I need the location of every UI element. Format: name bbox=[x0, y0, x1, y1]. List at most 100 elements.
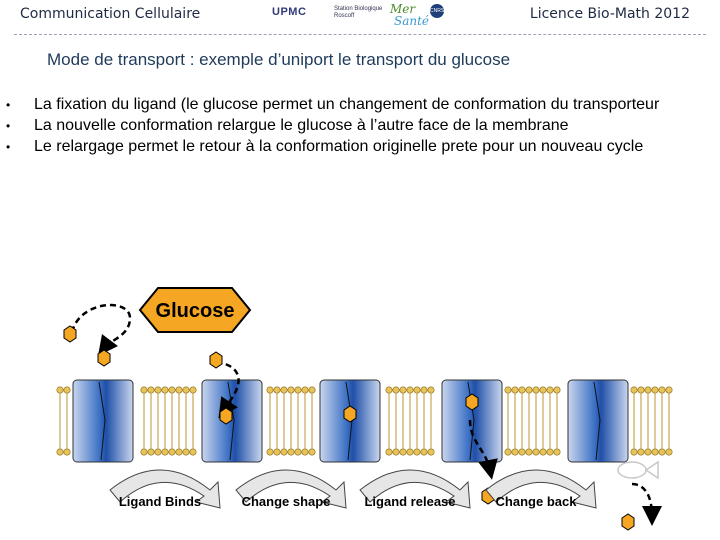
lipid-head bbox=[532, 386, 540, 394]
step-arrow-4: Change back bbox=[485, 469, 597, 509]
lipid-head bbox=[175, 448, 183, 456]
lipid-head bbox=[280, 386, 288, 394]
cnrs-logo: CNRS bbox=[430, 4, 444, 18]
lipid-head bbox=[154, 448, 162, 456]
lipid-head bbox=[651, 448, 659, 456]
upmc-logo: UPMC bbox=[272, 6, 307, 18]
lipid-head bbox=[189, 448, 197, 456]
program-title: Licence Bio-Math 2012 bbox=[529, 6, 690, 22]
dashed-arrow-bind bbox=[70, 303, 132, 356]
lipid-head bbox=[140, 448, 148, 456]
lipid-head bbox=[392, 386, 400, 394]
lipid-head bbox=[308, 448, 316, 456]
lipid-head bbox=[140, 386, 148, 394]
bullet-item: • La nouvelle conformation relargue le g… bbox=[0, 116, 700, 136]
glucose-molecule bbox=[97, 349, 111, 367]
lipid-head bbox=[539, 448, 547, 456]
lipid-head bbox=[637, 448, 645, 456]
lipid-head bbox=[420, 386, 428, 394]
lipid-head bbox=[63, 386, 71, 394]
lipid-head bbox=[294, 448, 302, 456]
lipid-head bbox=[420, 448, 428, 456]
lipid-head bbox=[630, 386, 638, 394]
lipid-head bbox=[294, 386, 302, 394]
lipid-head bbox=[658, 386, 666, 394]
lipid-head bbox=[504, 386, 512, 394]
dashed-arrow-exit bbox=[631, 482, 662, 526]
course-title: Communication Cellulaire bbox=[20, 6, 201, 22]
lipid-head bbox=[175, 386, 183, 394]
lipid-head bbox=[63, 448, 71, 456]
lipid-head bbox=[553, 386, 561, 394]
lipid-head bbox=[147, 448, 155, 456]
transporter-protein bbox=[72, 379, 134, 463]
lipid-head bbox=[385, 448, 393, 456]
membrane-lipids bbox=[56, 386, 673, 456]
step-label: Ligand release bbox=[364, 494, 455, 509]
lipid-head bbox=[427, 386, 435, 394]
lipid-head bbox=[273, 386, 281, 394]
lipid-head bbox=[539, 386, 547, 394]
glucose-molecule bbox=[209, 351, 223, 369]
lipid-head bbox=[392, 448, 400, 456]
lipid-head bbox=[280, 448, 288, 456]
lipid-head bbox=[630, 448, 638, 456]
lipid-head bbox=[301, 386, 309, 394]
lipid-head bbox=[644, 448, 652, 456]
step-label: Change shape bbox=[242, 494, 331, 509]
glucose-molecule bbox=[63, 325, 77, 343]
bullet-item: • La fixation du ligand (le glucose perm… bbox=[0, 95, 700, 115]
lipid-head bbox=[406, 448, 414, 456]
step-label: Ligand Binds bbox=[119, 494, 201, 509]
lipid-head bbox=[546, 448, 554, 456]
lipid-head bbox=[287, 386, 295, 394]
transporters bbox=[72, 379, 629, 463]
lipid-head bbox=[399, 448, 407, 456]
glucose-transport-diagram: Glucose Ligand Binds Change shape Ligand r… bbox=[56, 287, 673, 531]
slide-header: Communication Cellulaire UPMC Station Bi… bbox=[0, 0, 720, 38]
lipid-head bbox=[147, 386, 155, 394]
lipid-head bbox=[525, 448, 533, 456]
sante-logo: Santé bbox=[394, 14, 430, 28]
step-arrow-2: Change shape bbox=[235, 469, 347, 509]
lipid-head bbox=[154, 386, 162, 394]
transporter-protein bbox=[441, 379, 503, 463]
mer-logo: Mer bbox=[390, 2, 416, 16]
lipid-head bbox=[168, 448, 176, 456]
glucose-label: Glucose bbox=[156, 300, 235, 322]
header-divider bbox=[14, 34, 706, 36]
lipid-head bbox=[406, 386, 414, 394]
dashed-arrow-enter bbox=[215, 360, 240, 419]
dashed-arrow-release bbox=[468, 419, 498, 480]
lipid-head bbox=[532, 448, 540, 456]
station-biologique-logo: Station Biologique Roscoff bbox=[334, 6, 383, 19]
lipid-head bbox=[504, 448, 512, 456]
lipid-head bbox=[658, 448, 666, 456]
lipid-head bbox=[56, 448, 64, 456]
bullet-item: • Le relargage permet le retour à la con… bbox=[0, 137, 700, 157]
bullet-list: • La fixation du ligand (le glucose perm… bbox=[0, 95, 700, 158]
lipid-head bbox=[518, 448, 526, 456]
step-label: Change back bbox=[496, 494, 578, 509]
lipid-head bbox=[182, 448, 190, 456]
fish-icon bbox=[617, 460, 659, 480]
lipid-head bbox=[413, 448, 421, 456]
step-arrow-3: Ligand release bbox=[359, 469, 471, 509]
lipid-head bbox=[301, 448, 309, 456]
lipid-head bbox=[273, 448, 281, 456]
lipid-head bbox=[56, 386, 64, 394]
bullet-dot: • bbox=[6, 119, 11, 133]
lipid-head bbox=[161, 448, 169, 456]
lipid-head bbox=[637, 386, 645, 394]
partner-logos: UPMC Station Biologique Roscoff Mer Sant… bbox=[272, 0, 462, 32]
glucose-molecule bbox=[621, 513, 635, 531]
lipid-head bbox=[189, 386, 197, 394]
bullet-text: La fixation du ligand (le glucose permet… bbox=[34, 96, 660, 113]
lipid-head bbox=[308, 386, 316, 394]
transporter-protein bbox=[201, 379, 263, 463]
lipid-head bbox=[553, 448, 561, 456]
glucose-label-badge: Glucose bbox=[138, 287, 252, 333]
lipid-head bbox=[161, 386, 169, 394]
lipid-head bbox=[287, 448, 295, 456]
lipid-head bbox=[168, 386, 176, 394]
